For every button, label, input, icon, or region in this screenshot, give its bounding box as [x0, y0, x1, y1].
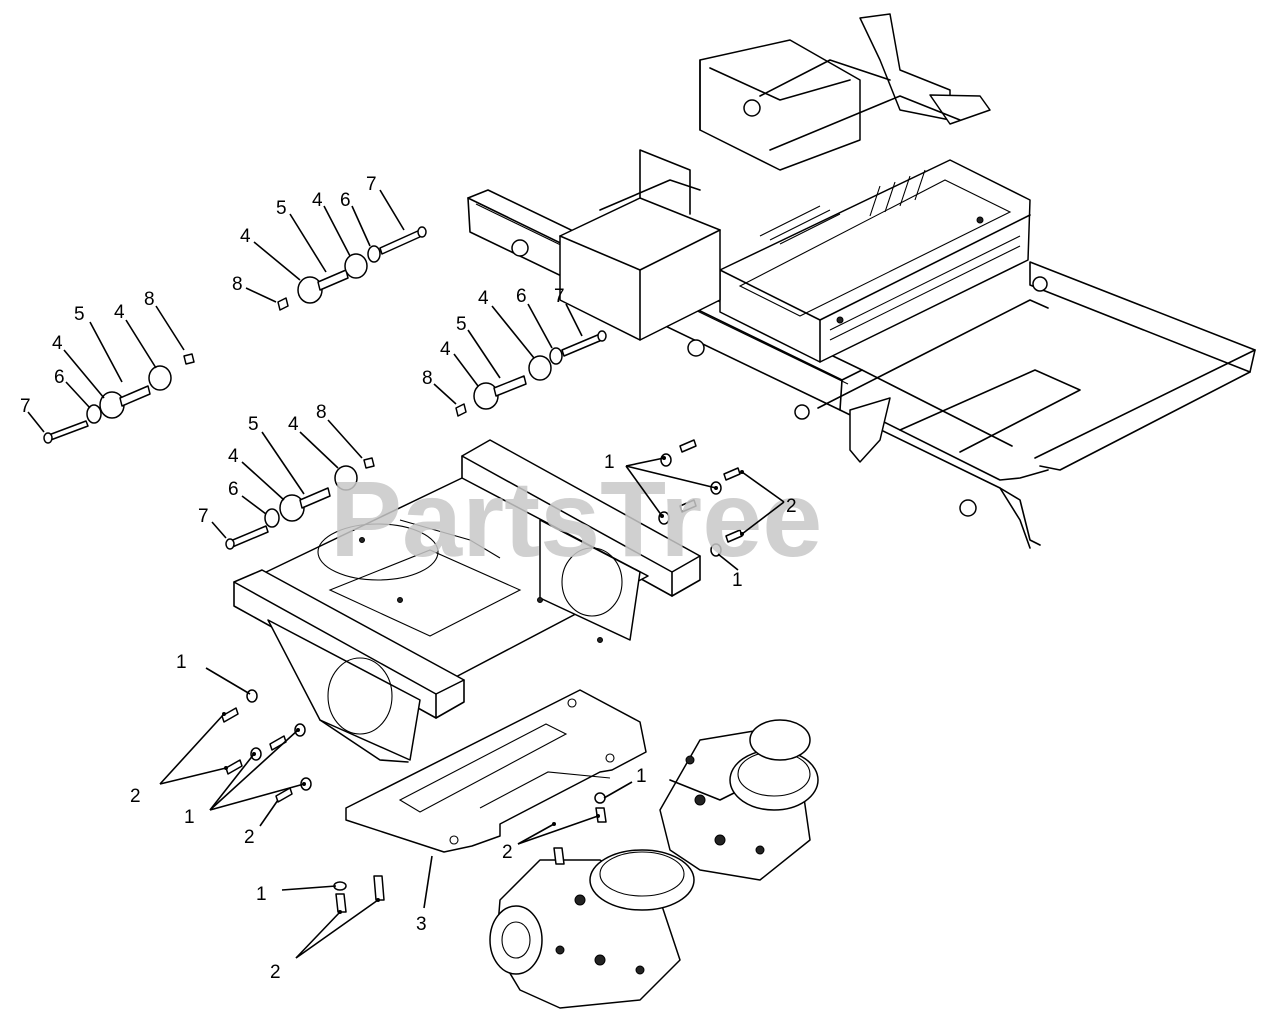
callout-4: 4	[240, 226, 251, 247]
callout-8: 8	[422, 368, 433, 389]
callout-2: 2	[130, 786, 141, 807]
callout-1: 1	[176, 652, 187, 673]
callout-5: 5	[456, 314, 467, 335]
callout-8: 8	[232, 274, 243, 295]
callout-4: 4	[312, 190, 323, 211]
transmission-left	[489, 849, 695, 1009]
callout-2: 2	[502, 842, 513, 863]
mount-plate	[345, 689, 647, 853]
callout-6: 6	[54, 367, 65, 388]
callout-4: 4	[228, 446, 239, 467]
hardware-stack-1	[43, 353, 195, 444]
small-hardware	[221, 439, 743, 913]
hardware-stack-3	[455, 330, 607, 417]
callout-7: 7	[198, 506, 209, 527]
callout-6: 6	[516, 286, 527, 307]
callout-7: 7	[20, 396, 31, 417]
leader-arrowheads	[222, 456, 744, 914]
callout-5: 5	[248, 414, 259, 435]
sub-frame	[233, 439, 701, 763]
callout-2: 2	[786, 496, 797, 517]
callout-8: 8	[316, 402, 327, 423]
callout-labels: 7 6 4 5 4 8 8 4 5 4 6 7 8 4 5 4 6 7 7 6 …	[20, 174, 797, 983]
callout-5: 5	[276, 198, 287, 219]
callout-6: 6	[340, 190, 351, 211]
callout-4: 4	[114, 302, 125, 323]
callout-6: 6	[228, 479, 239, 500]
callout-2: 2	[270, 962, 281, 983]
callout-8: 8	[144, 289, 155, 310]
hardware-stack-4	[225, 457, 375, 550]
callout-7: 7	[366, 174, 377, 195]
callout-1: 1	[256, 884, 267, 905]
callout-4: 4	[440, 339, 451, 360]
callout-4: 4	[52, 333, 63, 354]
callout-1: 1	[604, 452, 615, 473]
callout-3: 3	[416, 914, 427, 935]
callout-1: 1	[636, 766, 647, 787]
main-frame	[467, 13, 1256, 549]
callout-1: 1	[184, 807, 195, 828]
leader-lines	[27, 189, 785, 959]
callout-5: 5	[74, 304, 85, 325]
hardware-stack-2	[277, 226, 427, 311]
callout-1: 1	[732, 570, 743, 591]
watermark: PartsTree	[330, 458, 822, 579]
transmission-right	[659, 719, 819, 881]
callout-4: 4	[288, 414, 299, 435]
callout-2: 2	[244, 827, 255, 848]
callout-4: 4	[478, 288, 489, 309]
callout-7: 7	[554, 286, 565, 307]
